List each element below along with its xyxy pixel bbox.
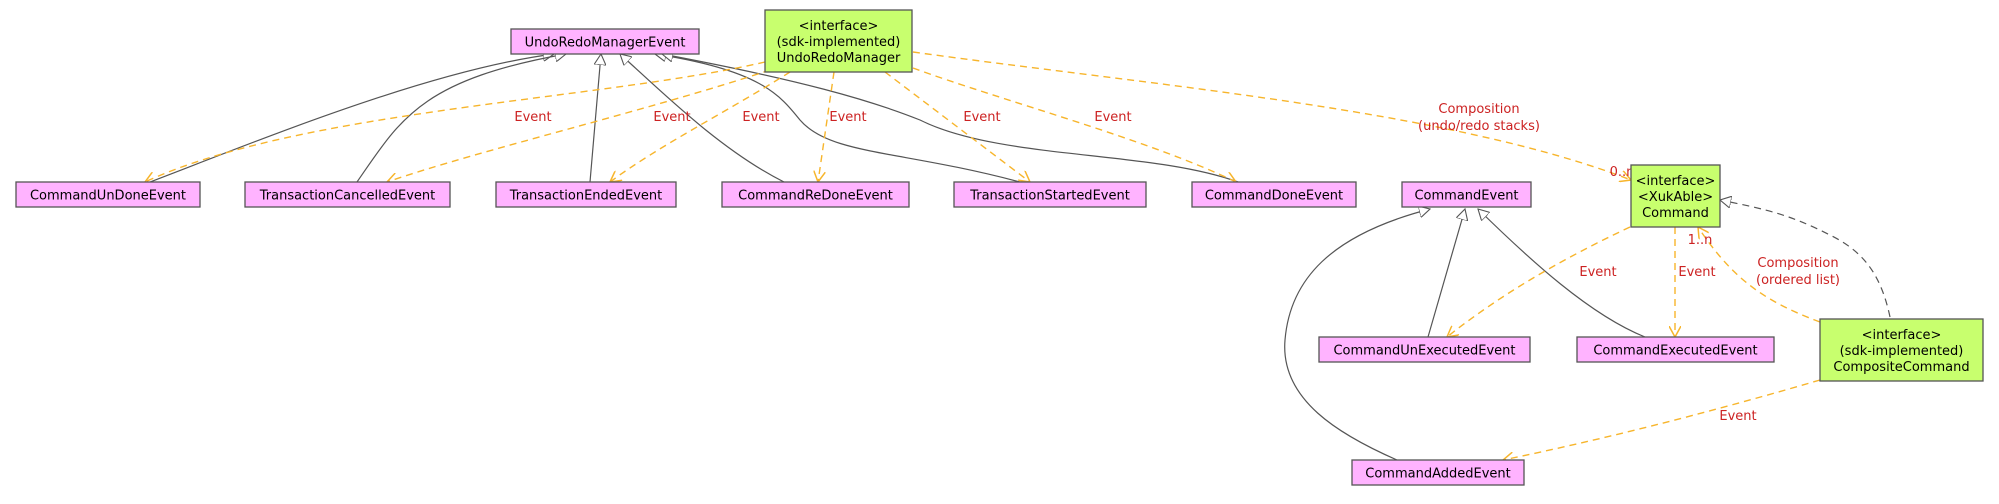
label-composition-list-detail: (ordered list) xyxy=(1756,273,1840,288)
label-event-added: Event xyxy=(1719,409,1756,424)
node-name: CommandReDoneEvent xyxy=(738,189,893,204)
label-event-executed: Event xyxy=(1678,265,1715,280)
node-command-undone-event: CommandUnDoneEvent xyxy=(15,181,201,208)
node-undo-redo-manager: <interface>(sdk-implemented)UndoRedoMana… xyxy=(764,9,913,73)
edge-manager-command xyxy=(912,51,1631,180)
node-command-redone-event: CommandReDoneEvent xyxy=(721,181,910,208)
nodes: UndoRedoManagerEvent <interface>(sdk-imp… xyxy=(15,9,1984,486)
node-box xyxy=(1630,164,1721,228)
node-name: TransactionEndedEvent xyxy=(509,189,663,204)
node-stereotype: <interface> xyxy=(799,19,879,34)
node-box xyxy=(244,181,451,208)
edge-manager-cancelled xyxy=(387,69,771,182)
node-box xyxy=(495,181,677,208)
node-undo-redo-manager-event: UndoRedoManagerEvent xyxy=(510,28,700,55)
node-name: CommandUnExecutedEvent xyxy=(1333,344,1515,359)
edge-started-inherits xyxy=(655,54,1021,183)
node-stereotype: <interface> xyxy=(1862,328,1942,343)
node-box xyxy=(15,181,201,208)
edge-ended-inherits xyxy=(589,54,601,183)
node-box xyxy=(1191,181,1357,208)
edge-labels: Event Event Event Event Event Event Comp… xyxy=(514,102,1840,424)
node-command-executed-event: CommandExecutedEvent xyxy=(1576,336,1775,363)
node-box xyxy=(1351,459,1525,486)
node-name: CommandExecutedEvent xyxy=(1593,344,1757,359)
edge-composite-realizes-command xyxy=(1720,200,1891,318)
edge-executed-inherits xyxy=(1478,209,1646,338)
node-box xyxy=(510,28,700,55)
label-composition-list: Composition xyxy=(1757,256,1838,271)
node-name: CommandEvent xyxy=(1414,189,1518,204)
node-command: <interface><XukAble>Command xyxy=(1630,164,1721,228)
label-event-done: Event xyxy=(1094,110,1131,125)
edge-composite-added xyxy=(1503,379,1821,460)
node-name: CompositeCommand xyxy=(1833,360,1969,375)
node-box xyxy=(764,9,913,73)
edge-redone-inherits xyxy=(620,54,785,183)
node-stereotype: <interface> xyxy=(1636,174,1716,189)
node-name: UndoRedoManagerEvent xyxy=(525,36,686,51)
node-command-unexecuted-event: CommandUnExecutedEvent xyxy=(1318,336,1531,363)
edge-manager-ended xyxy=(610,71,791,182)
label-composition-stacks: Composition xyxy=(1438,102,1519,117)
node-name: CommandAddedEvent xyxy=(1365,467,1510,482)
edge-manager-redone xyxy=(818,71,835,182)
label-multiplicity-stacks: 0..n xyxy=(1610,165,1635,180)
node-command-added-event: CommandAddedEvent xyxy=(1351,459,1525,486)
edge-composite-command xyxy=(1698,227,1821,323)
label-event-redone: Event xyxy=(829,110,866,125)
node-box xyxy=(721,181,910,208)
label-event-cancelled: Event xyxy=(653,110,690,125)
node-box xyxy=(1819,318,1984,382)
label-event-started: Event xyxy=(963,110,1000,125)
node-stereotype: (sdk-implemented) xyxy=(1840,344,1964,359)
node-transaction-cancelled-event: TransactionCancelledEvent xyxy=(244,181,451,208)
node-name: CommandDoneEvent xyxy=(1205,189,1343,204)
dependency-edges xyxy=(145,51,1821,460)
node-name: TransactionCancelledEvent xyxy=(259,189,436,204)
edge-undone-inherits xyxy=(149,54,554,183)
edge-manager-started xyxy=(884,71,1030,182)
node-box xyxy=(1576,336,1775,363)
edge-unexecuted-inherits xyxy=(1427,209,1465,338)
node-name: UndoRedoManager xyxy=(777,51,901,66)
label-event-ended: Event xyxy=(742,110,779,125)
label-multiplicity-list: 1..n xyxy=(1688,233,1713,248)
node-command-done-event: CommandDoneEvent xyxy=(1191,181,1357,208)
edge-manager-undone xyxy=(145,61,766,182)
edge-added-inherits xyxy=(1284,209,1430,461)
label-event-undone: Event xyxy=(514,110,551,125)
node-name: Command xyxy=(1642,206,1709,221)
edge-command-unexecuted xyxy=(1447,226,1631,337)
node-transaction-ended-event: TransactionEndedEvent xyxy=(495,181,677,208)
node-transaction-started-event: TransactionStartedEvent xyxy=(953,181,1147,208)
label-composition-stacks-detail: (undo/redo stacks) xyxy=(1418,119,1540,134)
node-stereotype: (sdk-implemented) xyxy=(777,35,901,50)
edge-cancelled-inherits xyxy=(356,54,566,183)
node-name: TransactionStartedEvent xyxy=(969,189,1130,204)
inheritance-edges xyxy=(149,54,1891,461)
node-stereotype: <XukAble> xyxy=(1638,190,1713,205)
edge-manager-done xyxy=(912,67,1236,182)
node-name: CommandUnDoneEvent xyxy=(30,189,186,204)
label-event-unexecuted: Event xyxy=(1579,265,1616,280)
node-box xyxy=(953,181,1147,208)
node-composite-command: <interface>(sdk-implemented)CompositeCom… xyxy=(1819,318,1984,382)
node-box xyxy=(1401,181,1532,208)
node-command-event: CommandEvent xyxy=(1401,181,1532,208)
node-box xyxy=(1318,336,1531,363)
